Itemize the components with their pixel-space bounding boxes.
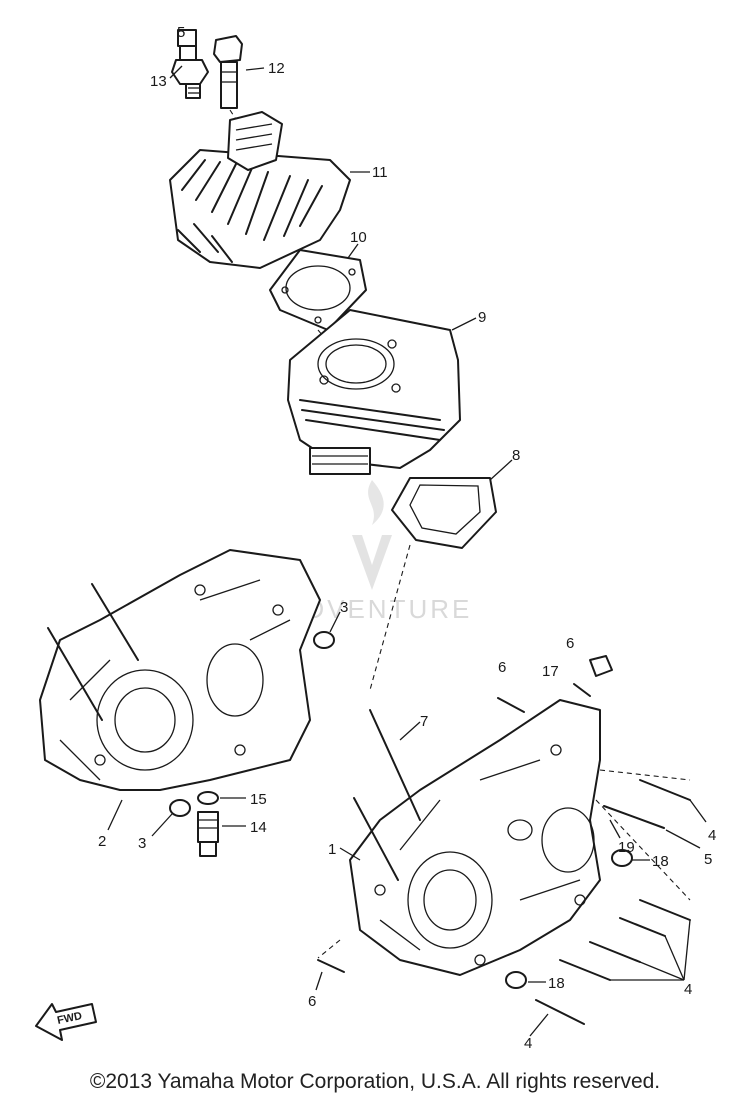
leader-lines	[107, 65, 707, 1037]
bolt-6-bottom	[317, 959, 345, 973]
dowel-18-bottom	[505, 971, 527, 989]
bolt-4-a	[639, 899, 691, 921]
callout-12: 12	[268, 60, 285, 77]
fwd-arrow-icon: FWD	[35, 1003, 97, 1041]
callout-5-top: 5	[177, 24, 185, 41]
cylinder	[287, 309, 461, 475]
drain-plug	[197, 811, 219, 857]
dowel-pin-lower	[169, 799, 191, 817]
callout-9: 9	[478, 309, 486, 326]
callout-14: 14	[250, 819, 267, 836]
callout-6-bottom: 6	[308, 993, 316, 1010]
cylinder-head	[169, 111, 351, 269]
bolt-4-bottom	[535, 999, 585, 1025]
base-gasket	[391, 477, 497, 549]
callout-4-bottom: 4	[524, 1035, 532, 1052]
bolt-6-top	[589, 655, 613, 677]
callout-3-lower: 3	[138, 835, 146, 852]
copyright-notice: ©2013 Yamaha Motor Corporation, U.S.A. A…	[89, 1070, 661, 1093]
part-17	[573, 683, 591, 697]
callout-4-group: 4	[684, 981, 692, 998]
callout-labels: 13 5 12 11 10 9 8 3 6 6 17 7 15 14 2 3 4…	[98, 24, 716, 1052]
callout-13: 13	[150, 73, 167, 90]
bolt-4-c	[589, 941, 641, 963]
callout-3-upper: 3	[340, 599, 348, 616]
bolt-5	[603, 805, 665, 829]
right-crankcase	[349, 699, 601, 976]
callout-18-bottom: 18	[548, 975, 565, 992]
callout-11: 11	[372, 164, 388, 181]
callout-10: 10	[350, 229, 367, 246]
callout-19: 19	[618, 839, 635, 856]
drain-washer	[197, 791, 219, 805]
callout-7: 7	[420, 713, 428, 730]
bolt-4-d	[559, 959, 611, 981]
spark-plug	[171, 29, 209, 99]
callout-15: 15	[250, 791, 267, 808]
head-bolt	[213, 35, 243, 109]
callout-6-right-mid: 6	[498, 659, 506, 676]
callout-18-right: 18	[652, 853, 669, 870]
callout-4-right: 4	[708, 827, 716, 844]
fwd-label: FWD	[56, 1010, 83, 1027]
bolt-4-b	[619, 917, 666, 937]
callout-5-right: 5	[704, 851, 712, 868]
callout-8: 8	[512, 447, 520, 464]
head-gasket	[269, 249, 367, 331]
dowel-pin-upper	[313, 631, 335, 649]
bolt-6-mid	[497, 697, 525, 713]
callout-17: 17	[542, 663, 559, 680]
left-crankcase	[39, 549, 321, 791]
dowel-18-right	[611, 849, 633, 867]
callout-2: 2	[98, 833, 106, 850]
bolt-4-upper	[639, 779, 691, 801]
callout-6-right-top: 6	[566, 635, 574, 652]
callout-1: 1	[328, 841, 336, 858]
